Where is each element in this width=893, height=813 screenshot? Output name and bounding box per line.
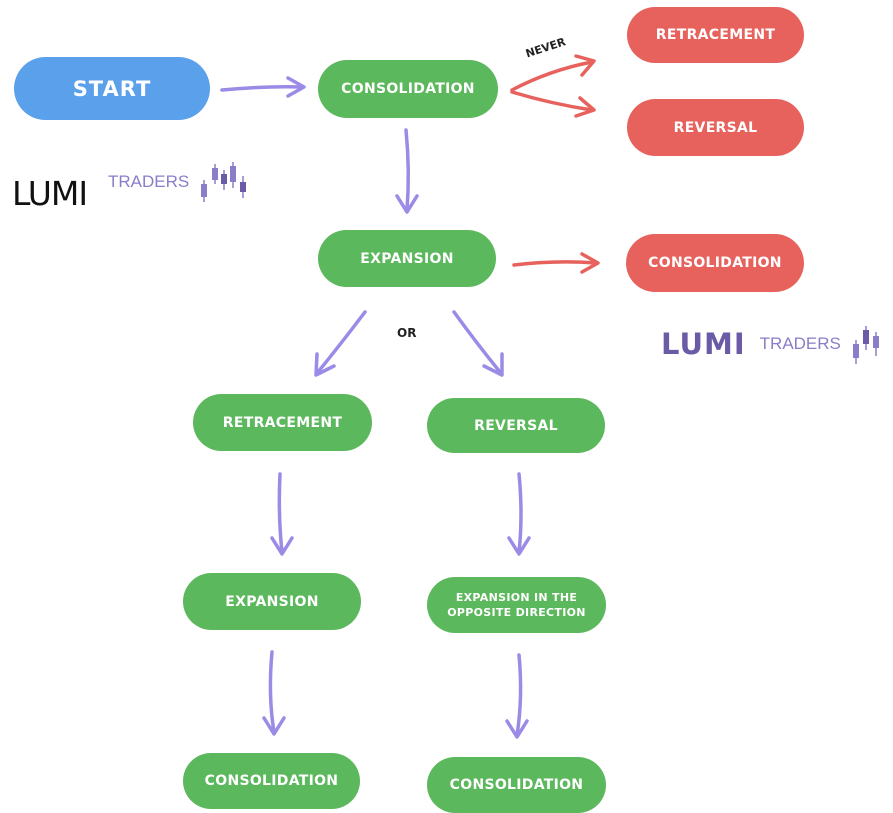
arrow-never-to-reversal xyxy=(510,90,594,112)
or-label: OR xyxy=(397,326,417,340)
consolidation-node-top: CONSOLIDATION xyxy=(318,60,498,118)
arrow-expansion-opposite-to-consolidation-right xyxy=(515,653,523,737)
reversal-never-node: REVERSAL xyxy=(627,99,804,156)
arrowhead-expansion-to-retracement xyxy=(314,352,336,377)
reversal-node: REVERSAL xyxy=(427,398,605,453)
arrowhead-start-to-consolidation xyxy=(286,76,306,98)
arrowhead-reversal-to-expansion-opposite xyxy=(507,536,531,556)
arrowhead-consolidation-to-expansion xyxy=(395,194,419,214)
expansion-node-main: EXPANSION xyxy=(318,230,496,287)
consolidation-node-left: CONSOLIDATION xyxy=(183,753,360,809)
arrow-consolidation-to-expansion xyxy=(404,128,411,212)
arrow-expansion-to-consolidation-red xyxy=(512,260,598,267)
start-node: START xyxy=(14,57,210,120)
arrowhead-expansion-to-reversal xyxy=(482,352,504,377)
arrowhead-never-to-reversal xyxy=(574,96,596,118)
arrow-expansion-to-reversal xyxy=(452,310,502,374)
arrow-retracement-to-expansion xyxy=(277,472,284,554)
lumi-traders-logo-left: TRADERS xyxy=(108,160,249,204)
plain-lumi-text: LUMI xyxy=(12,174,88,213)
logo-traders-text: TRADERS xyxy=(108,172,190,191)
candlestick-chart-icon xyxy=(852,326,879,364)
retracement-never-node: RETRACEMENT xyxy=(627,7,804,63)
arrow-expansion-to-retracement xyxy=(316,310,367,374)
arrowhead-expansion-to-consolidation-left xyxy=(262,716,286,736)
logo-lumi-text: LUMI xyxy=(661,327,746,361)
arrow-start-to-consolidation xyxy=(220,85,304,92)
arrowhead-expansion-opposite-to-consolidation-right xyxy=(505,719,529,739)
arrowhead-expansion-to-consolidation-red xyxy=(580,252,600,274)
arrow-reversal-to-expansion-opposite xyxy=(517,472,523,554)
lumi-traders-logo-right: LUMI TRADERS xyxy=(661,322,883,366)
expansion-opposite-node: EXPANSION IN THE OPPOSITE DIRECTION xyxy=(427,577,606,633)
logo-traders-text: TRADERS xyxy=(759,334,841,353)
arrow-never-to-retracement xyxy=(510,60,594,92)
expansion-node-left: EXPANSION xyxy=(183,573,361,630)
arrowhead-retracement-to-expansion xyxy=(270,536,294,556)
consolidation-node-red: CONSOLIDATION xyxy=(626,234,804,292)
candlestick-chart-icon xyxy=(201,162,247,202)
arrow-expansion-to-consolidation-left xyxy=(268,650,276,734)
retracement-node: RETRACEMENT xyxy=(193,394,372,451)
consolidation-node-right: CONSOLIDATION xyxy=(427,757,606,813)
arrowhead-never-to-retracement xyxy=(574,54,596,77)
